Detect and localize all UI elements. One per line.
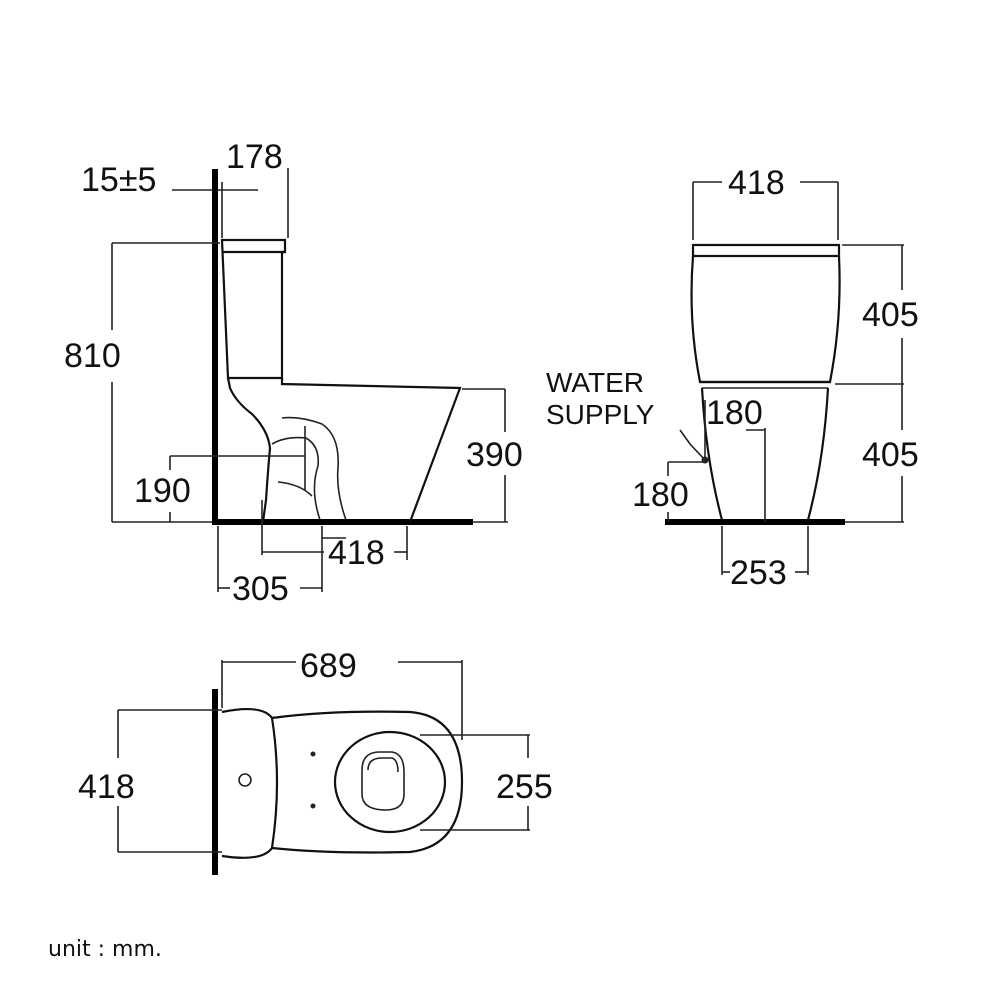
dim-top-length: 689 — [300, 647, 357, 685]
water-supply-label-2: SUPPLY — [546, 399, 655, 430]
top-bowl — [271, 710, 464, 854]
flush-button — [238, 773, 252, 787]
seat-ring — [333, 730, 447, 834]
dim-outlet-height: 190 — [134, 472, 191, 510]
side-view: 15±5 178 810 390 190 418 305 — [64, 138, 523, 608]
dim-outlet-from-wall: 305 — [232, 570, 289, 608]
dim-total-height: 810 — [64, 337, 121, 375]
dim-outlet-to-front: 418 — [328, 534, 385, 572]
bowl-opening — [361, 751, 405, 811]
front-tank-lid — [691, 243, 841, 258]
front-view: 418 405 405 WATER SUPPLY 180 180 253 — [546, 164, 919, 592]
dim-tank-depth: 178 — [226, 138, 283, 176]
dim-supply-height: 180 — [632, 476, 689, 514]
seat-hinge-bottom — [310, 803, 316, 809]
top-tank — [221, 707, 279, 859]
dim-supply-offset: 180 — [706, 394, 763, 432]
water-supply-label-1: WATER — [546, 367, 644, 398]
dim-tank-height: 405 — [862, 296, 919, 334]
front-base — [700, 387, 724, 521]
bowl-outline — [226, 377, 272, 523]
dim-bowl-height: 390 — [466, 436, 523, 474]
dim-wall-gap: 15±5 — [81, 161, 156, 199]
tank-outline — [220, 238, 287, 380]
water-supply-leader — [679, 429, 706, 461]
dim-base-width: 253 — [730, 554, 787, 592]
dim-seat-width: 255 — [496, 768, 553, 806]
top-view: 689 418 255 — [78, 647, 553, 875]
front-tank — [690, 255, 841, 384]
dim-base-height: 405 — [862, 436, 919, 474]
trapway — [281, 416, 347, 521]
unit-label: unit : mm. — [48, 937, 162, 962]
seat-hinge-top — [310, 751, 316, 757]
dim-front-width: 418 — [728, 164, 785, 202]
dim-top-width: 418 — [78, 768, 135, 806]
